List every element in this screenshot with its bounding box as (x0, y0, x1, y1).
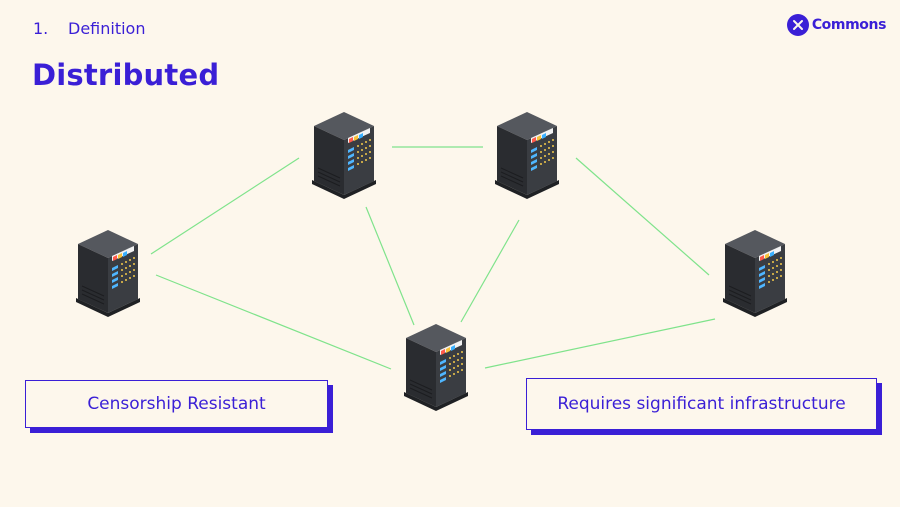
server-icon (311, 111, 377, 200)
server-icon (722, 229, 788, 318)
section-label: Definition (68, 19, 146, 38)
edge-top-left-center (365, 206, 415, 326)
callout-requires-infrastructure: Requires significant infrastructure (526, 378, 877, 430)
commons-logo: Commons (786, 14, 887, 36)
callout-right-text: Requires significant infrastructure (557, 394, 846, 414)
server-center (403, 323, 469, 412)
callout-censorship-resistant: Censorship Resistant (25, 380, 328, 428)
edge-left-top-left (150, 157, 300, 255)
callout-left-text: Censorship Resistant (87, 394, 266, 414)
server-icon (75, 229, 141, 318)
page-title: Distributed (32, 58, 220, 92)
edge-top-right-center (460, 219, 520, 323)
x-circle-icon (786, 14, 809, 36)
network-edges (150, 146, 716, 370)
server-icon (403, 323, 469, 412)
logo-text: Commons (811, 17, 887, 33)
edge-left-center (155, 274, 392, 370)
server-left (75, 229, 141, 318)
server-right (722, 229, 788, 318)
server-icon (494, 111, 560, 200)
section-number: 1. (33, 19, 49, 38)
edge-center-right (484, 318, 716, 369)
server-top-left (311, 111, 377, 200)
edge-top-right-right (575, 157, 710, 276)
server-top-right (494, 111, 560, 200)
